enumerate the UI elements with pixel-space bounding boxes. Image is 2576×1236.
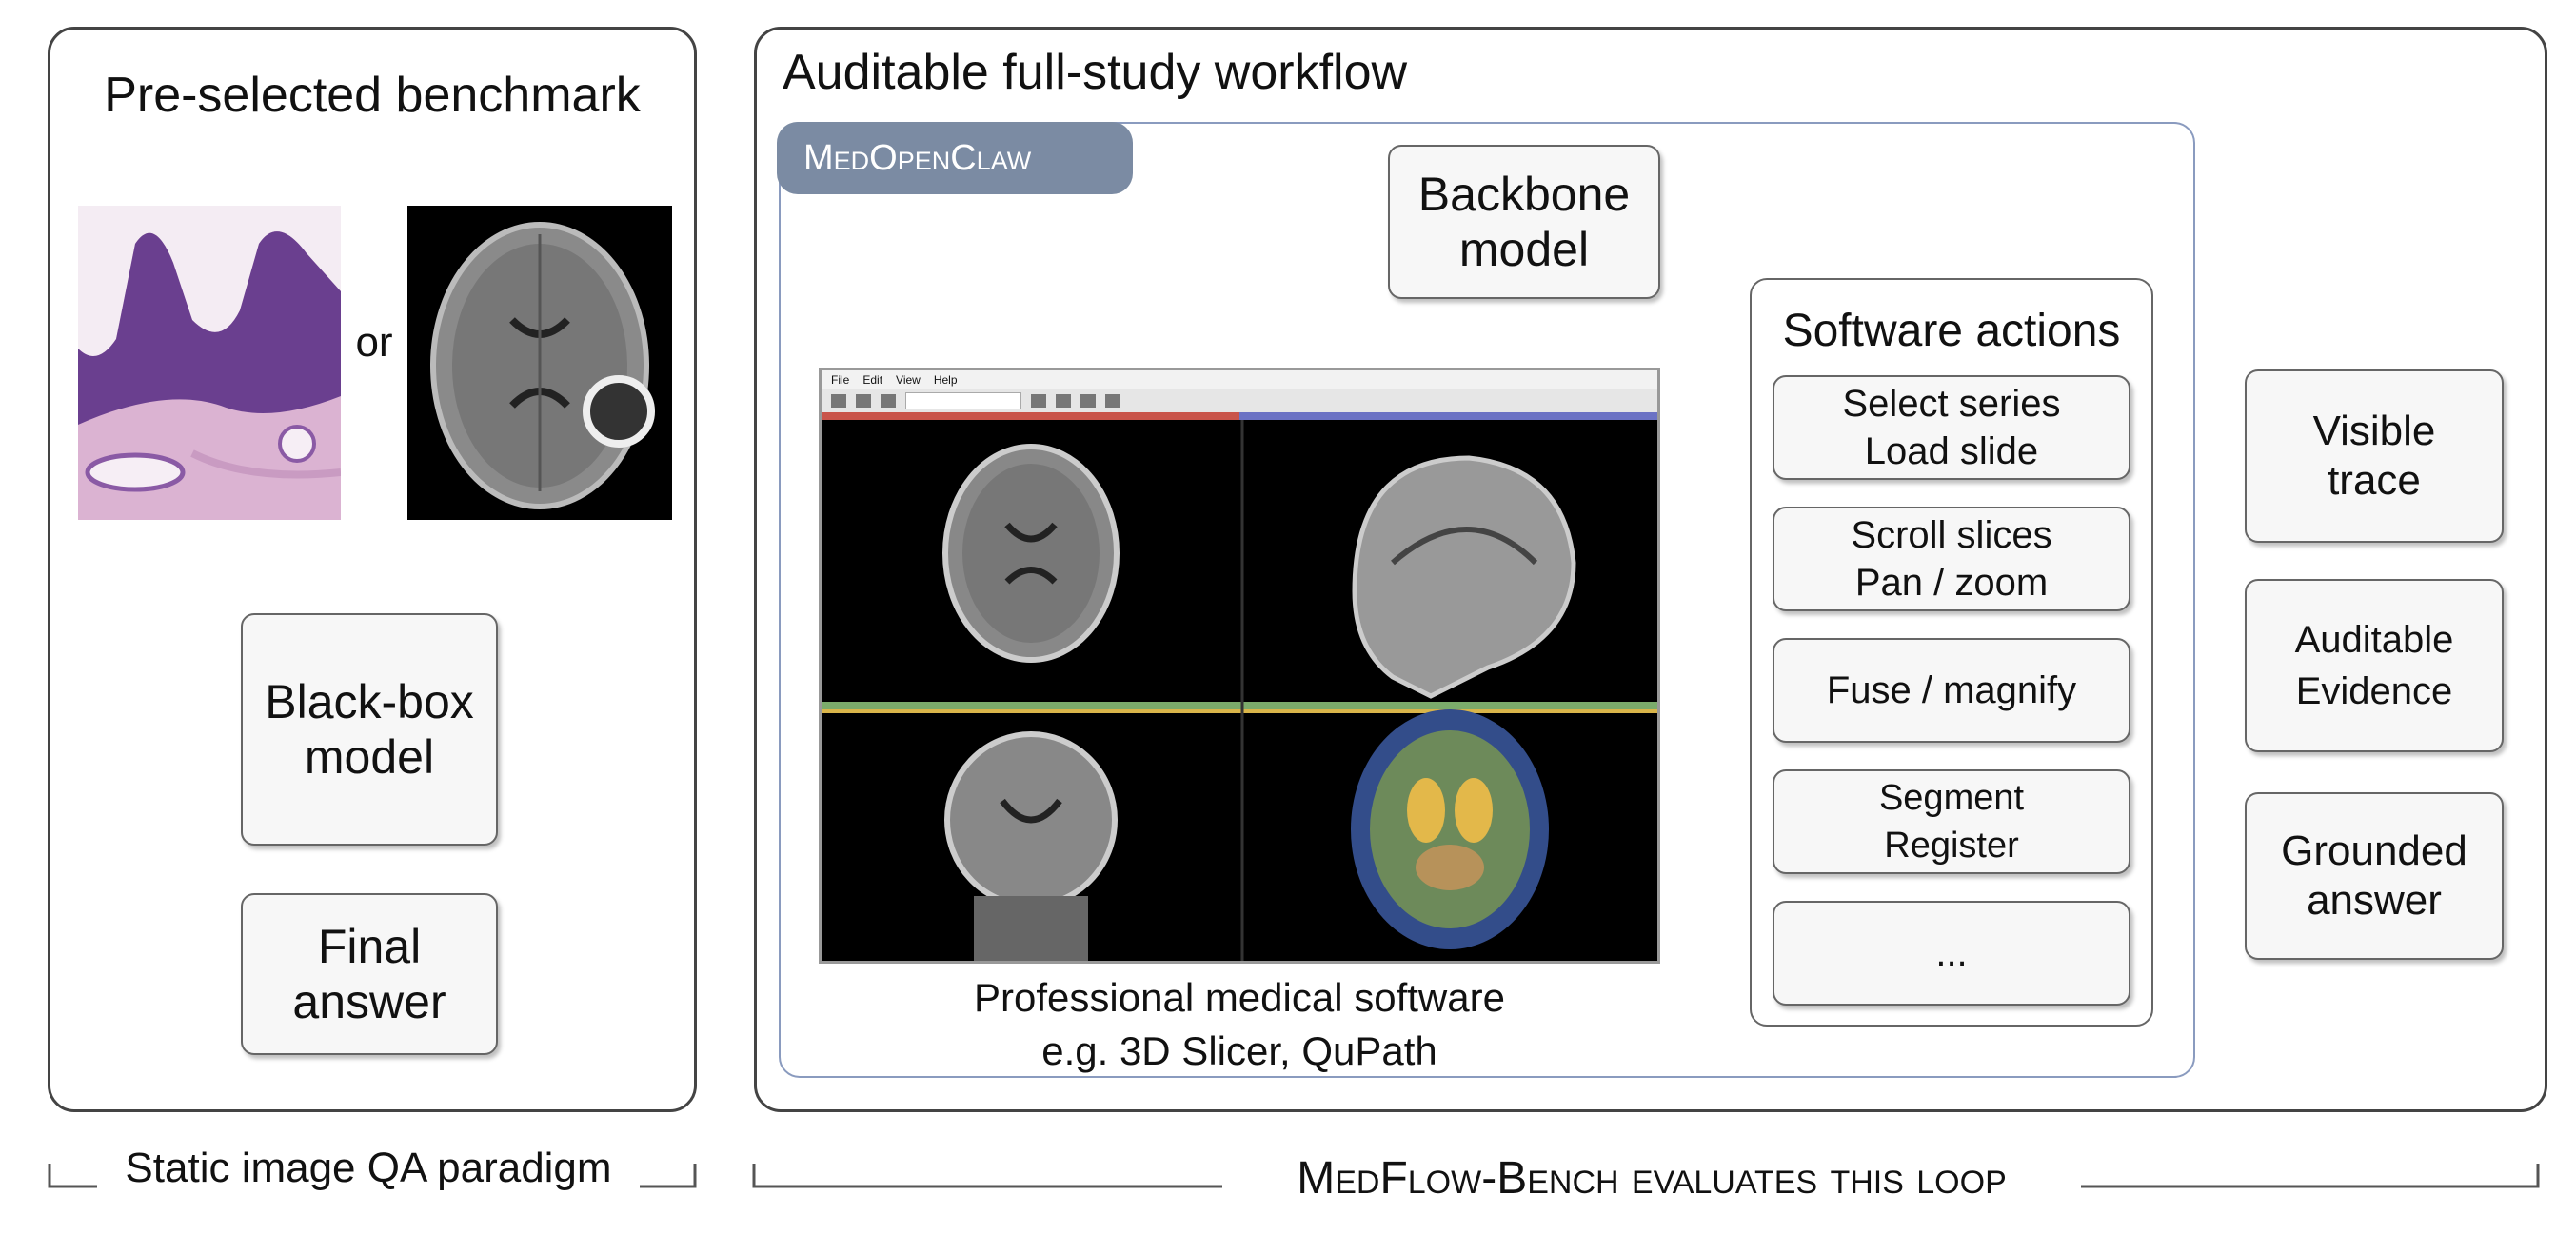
- toolbar-icon[interactable]: [1105, 394, 1120, 408]
- toolbar-icon[interactable]: [1056, 394, 1071, 408]
- toolbar-icon[interactable]: [881, 394, 896, 408]
- coronal-view: [944, 731, 1118, 961]
- action-more: ...: [1773, 901, 2130, 1006]
- brain-mri-image: [407, 206, 672, 520]
- menu-view[interactable]: View: [896, 373, 921, 387]
- menu-edit[interactable]: Edit: [862, 373, 883, 387]
- grounded-answer-box: Grounded answer: [2245, 792, 2504, 960]
- module-dropdown[interactable]: [905, 392, 1021, 409]
- medopenclaw-label: MedOpenClaw: [777, 122, 1133, 194]
- left-panel-title: Pre-selected benchmark: [104, 68, 641, 123]
- toolbar-icon[interactable]: [1080, 394, 1096, 408]
- right-caption: MedFlow-Bench evaluates this loop: [1297, 1153, 2007, 1204]
- left-caption: Static image QA paradigm: [125, 1145, 612, 1191]
- auditable-evidence-box: Auditable Evidence: [2245, 579, 2504, 752]
- bracket-left-b: [640, 1164, 697, 1188]
- sagittal-view: [1352, 455, 1576, 699]
- action-select-load: Select series Load slide: [1773, 375, 2130, 480]
- axial-view: [942, 444, 1120, 663]
- toolbar-icon[interactable]: [1031, 394, 1046, 408]
- right-panel-title: Auditable full-study workflow: [783, 45, 1408, 100]
- fused-pet-view: [1351, 709, 1549, 949]
- software-menubar: File Edit View Help: [822, 370, 1657, 389]
- medical-software-window: File Edit View Help: [819, 368, 1660, 964]
- action-fuse-magnify: Fuse / magnify: [1773, 638, 2130, 743]
- bracket-right-b: [2081, 1164, 2540, 1188]
- black-box-model: Black-box model: [241, 613, 498, 846]
- visible-trace-box: Visible trace: [2245, 369, 2504, 543]
- software-actions-title: Software actions: [1782, 306, 2121, 356]
- menu-help[interactable]: Help: [933, 373, 958, 387]
- bracket-left-a: [48, 1164, 97, 1188]
- toolbar-icon[interactable]: [856, 394, 871, 408]
- software-toolbar: [822, 389, 1657, 412]
- software-caption: Professional medical software e.g. 3D Sl…: [974, 975, 1505, 1073]
- bracket-right-a: [752, 1164, 1222, 1188]
- slice-views: [822, 420, 1657, 961]
- final-answer-box: Final answer: [241, 893, 498, 1055]
- toolbar-icon[interactable]: [831, 394, 846, 408]
- or-label: or: [355, 319, 393, 366]
- backbone-model-box: Backbone model: [1388, 145, 1660, 299]
- action-scroll-pan: Scroll slices Pan / zoom: [1773, 507, 2130, 611]
- histology-image: [78, 206, 341, 520]
- menu-file[interactable]: File: [831, 373, 850, 387]
- action-segment-register: Segment Register: [1773, 769, 2130, 874]
